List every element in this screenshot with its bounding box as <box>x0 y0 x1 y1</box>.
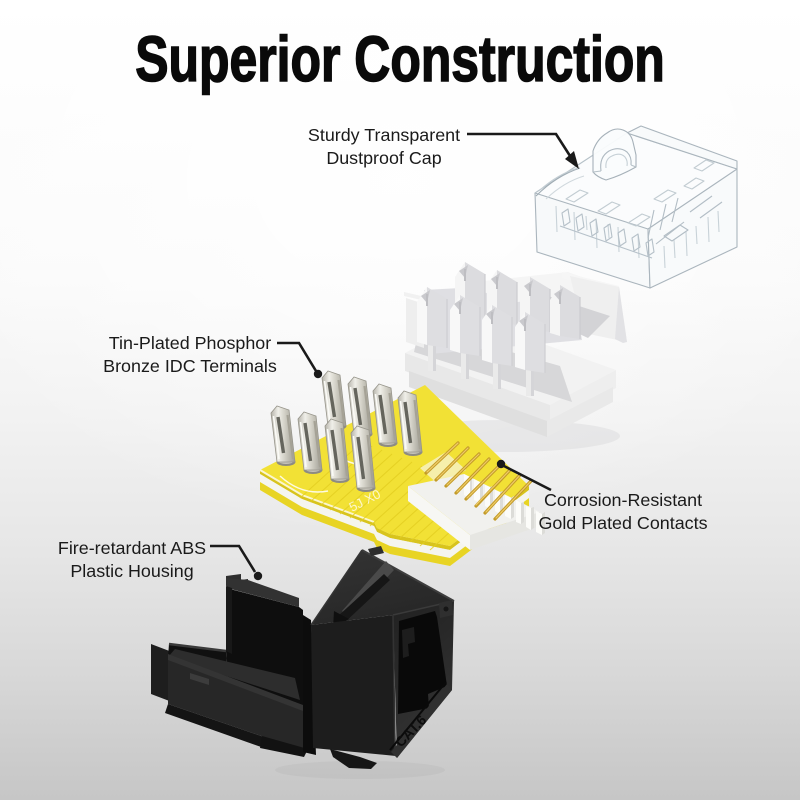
svg-text:Superior Construction: Superior Construction <box>135 24 665 95</box>
svg-text:Gold Plated Contacts: Gold Plated Contacts <box>538 513 707 533</box>
svg-text:Dustproof Cap: Dustproof Cap <box>326 148 441 168</box>
svg-text:Bronze IDC Terminals: Bronze IDC Terminals <box>103 356 277 376</box>
svg-text:Sturdy Transparent: Sturdy Transparent <box>308 125 460 145</box>
svg-text:Corrosion-Resistant: Corrosion-Resistant <box>544 490 702 510</box>
svg-text:Tin-Plated Phosphor: Tin-Plated Phosphor <box>109 333 271 353</box>
svg-text:Fire-retardant ABS: Fire-retardant ABS <box>58 538 206 558</box>
svg-text:Plastic Housing: Plastic Housing <box>70 561 193 581</box>
